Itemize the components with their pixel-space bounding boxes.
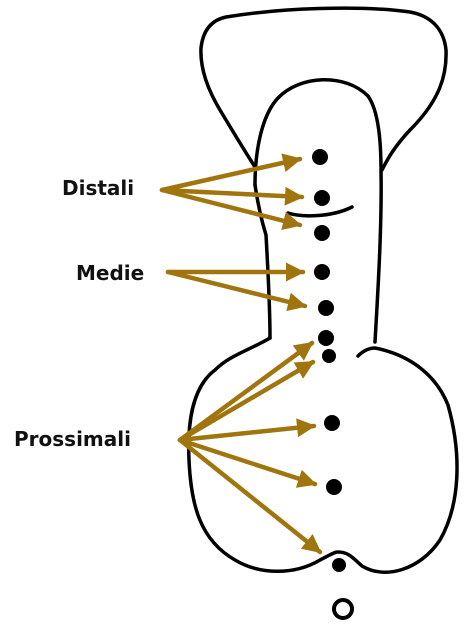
acupoint-dot — [318, 330, 334, 346]
arrow-distali — [162, 159, 300, 190]
arrow-medie — [168, 272, 305, 306]
ring-point — [334, 600, 352, 618]
acupoint-dot — [314, 264, 330, 280]
body-outline — [189, 8, 457, 572]
acupoint-dot — [318, 300, 334, 316]
label-prossimali: Prossimali — [14, 427, 131, 451]
label-distali: Distali — [62, 176, 134, 200]
arrows — [162, 159, 320, 552]
acupoint-dot — [322, 349, 336, 363]
acupoint-dot — [314, 190, 330, 206]
arrow-prossimali — [180, 440, 315, 484]
shoulder-curve — [288, 207, 352, 216]
acupoint-dot — [332, 558, 346, 572]
acupoint-dot — [314, 225, 330, 241]
arrow-prossimali — [180, 440, 320, 552]
acupoint-dot — [326, 479, 342, 495]
acupoint-dot — [312, 149, 328, 165]
neck-outline — [255, 80, 381, 342]
label-medie: Medie — [76, 261, 144, 285]
neck-left-outline — [255, 185, 270, 338]
acupoint-dot — [324, 415, 340, 431]
top-cap-outline — [201, 8, 446, 170]
